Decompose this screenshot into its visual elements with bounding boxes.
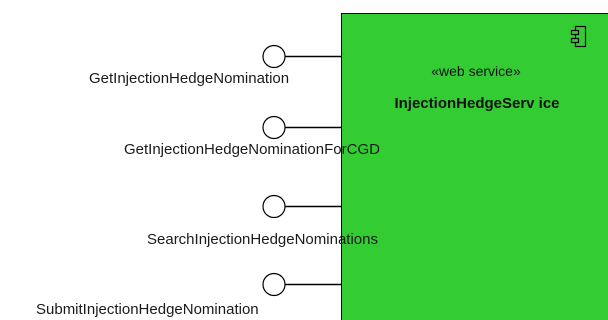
- interface-lollipop[interactable]: [262, 44, 341, 69]
- component-box[interactable]: [341, 13, 608, 320]
- component-name: InjectionHedgeServ ice: [394, 95, 559, 112]
- interface-lollipop[interactable]: [262, 272, 341, 297]
- interface-lollipop[interactable]: [262, 194, 341, 219]
- interface-label: GetInjectionHedgeNomination: [89, 70, 289, 87]
- interface-label: SubmitInjectionHedgeNomination: [36, 301, 259, 318]
- component-icon: [570, 25, 587, 48]
- interface-label: GetInjectionHedgeNominationForCGD: [124, 141, 380, 158]
- component-stereotype: «web service»: [431, 63, 521, 79]
- interface-lollipop[interactable]: [262, 115, 341, 140]
- interface-label: SearchInjectionHedgeNominations: [147, 231, 378, 248]
